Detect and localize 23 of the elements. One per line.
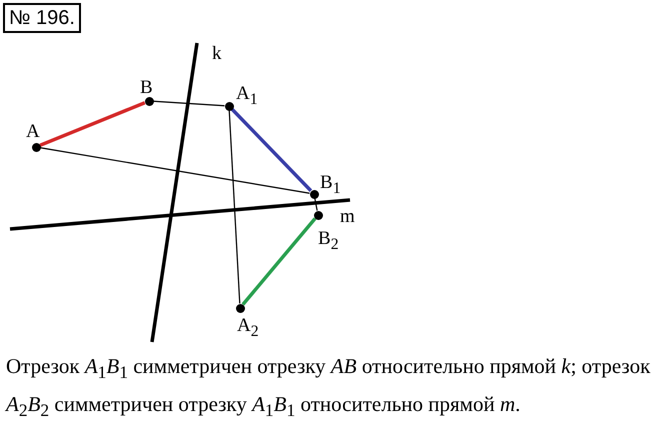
caption: Отрезок A$_{1}$B$_{1}$ симметричен отрезку AB относительно прямой k; отрезок A$_{2}$B$_{2}$ симметричен отрезку A$_{1}$B$_{1}$ относительно прямой m. [6, 353, 652, 422]
point-label: B$_{2}$ [318, 229, 339, 255]
point-dot [32, 142, 40, 152]
line-label: k [212, 44, 222, 64]
point-dot [224, 102, 234, 110]
line-label: m [340, 207, 355, 227]
point-label: B$_{1}$ [320, 173, 341, 199]
point-label: A$_{1}$ [236, 84, 258, 110]
point-dot [236, 304, 244, 312]
connecting-line [40, 147, 310, 194]
connecting-line [153, 100, 225, 106]
segment [40, 101, 146, 147]
point-dot [314, 210, 322, 220]
point-label: A [26, 122, 40, 142]
segment [242, 217, 316, 306]
point-dot [310, 190, 318, 198]
connecting-line [228, 110, 240, 304]
point-label: B [140, 78, 153, 98]
connecting-line [314, 198, 318, 211]
point-dot [144, 96, 154, 106]
segment [230, 108, 312, 192]
problem-number: № 196. [3, 3, 81, 33]
point-label: A$_{2}$ [237, 316, 259, 342]
